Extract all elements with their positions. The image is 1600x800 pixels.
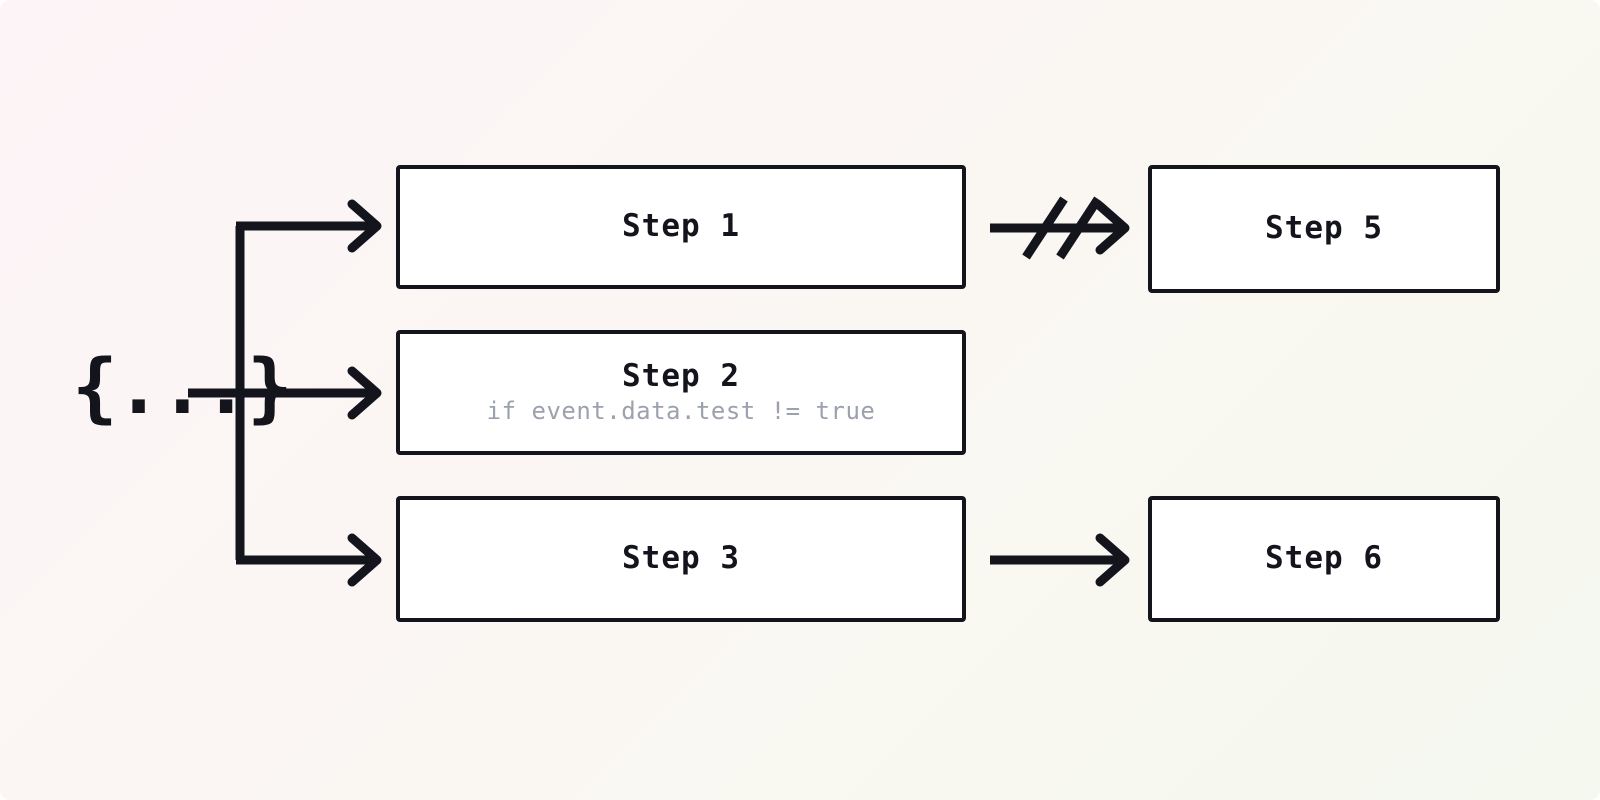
edge-step1-step5-negated — [990, 196, 1130, 260]
node-step1[interactable]: Step 1 — [396, 165, 966, 289]
node-step1-title: Step 1 — [622, 208, 740, 245]
node-step6-title: Step 6 — [1265, 540, 1383, 577]
node-step5-title: Step 5 — [1265, 210, 1383, 247]
node-step6[interactable]: Step 6 — [1148, 496, 1500, 622]
node-step2[interactable]: Step 2 if event.data.test != true — [396, 330, 966, 455]
edge-trigger-step3 — [236, 533, 382, 587]
node-step2-condition: if event.data.test != true — [486, 397, 876, 426]
edge-step3-step6 — [990, 533, 1130, 587]
trigger-event-glyph: {...} — [72, 342, 293, 431]
edge-trigger-step1 — [236, 199, 382, 253]
node-step3-title: Step 3 — [622, 540, 740, 577]
node-step5[interactable]: Step 5 — [1148, 165, 1500, 293]
node-step3[interactable]: Step 3 — [396, 496, 966, 622]
node-step2-title: Step 2 — [622, 357, 740, 394]
